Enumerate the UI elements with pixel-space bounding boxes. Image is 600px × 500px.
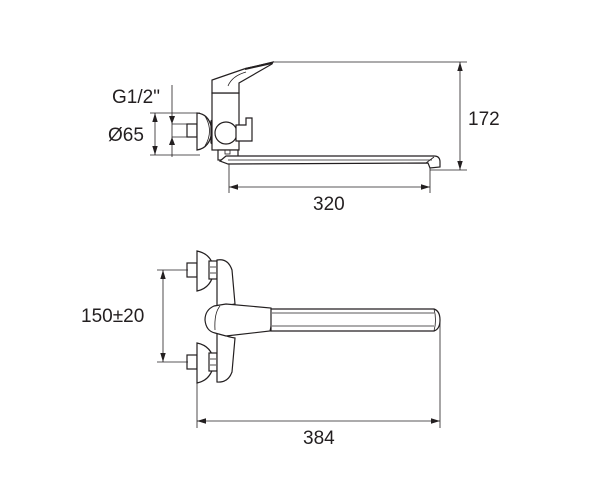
- total-length-label: 384: [303, 428, 335, 449]
- spout: [218, 155, 441, 169]
- spout-reach-dimension: 320: [228, 164, 431, 215]
- lever-handle: [211, 61, 275, 94]
- thread-size-label: G1/2": [112, 87, 160, 108]
- side-view: G1/2" Ø65 172 320: [108, 61, 500, 215]
- top-view: 150±20 384: [81, 250, 441, 449]
- flange-diameter-dimension: Ø65: [108, 112, 200, 156]
- total-length-dimension: 384: [196, 322, 441, 449]
- height-dimension: 172: [273, 61, 500, 171]
- center-distance-label: 150±20: [81, 306, 144, 327]
- center-distance-dimension: 150±20: [81, 269, 188, 363]
- wall-flange: [186, 112, 213, 151]
- spout-top: [270, 308, 441, 332]
- flange-diameter-label: Ø65: [108, 125, 144, 146]
- spout-reach-label: 320: [313, 194, 345, 215]
- thread-dimension: G1/2": [112, 85, 190, 157]
- height-label: 172: [468, 109, 500, 130]
- mixer-body: [211, 92, 253, 161]
- lever-handle-top: [204, 303, 273, 337]
- lower-flange: [186, 342, 218, 384]
- upper-flange: [186, 250, 218, 292]
